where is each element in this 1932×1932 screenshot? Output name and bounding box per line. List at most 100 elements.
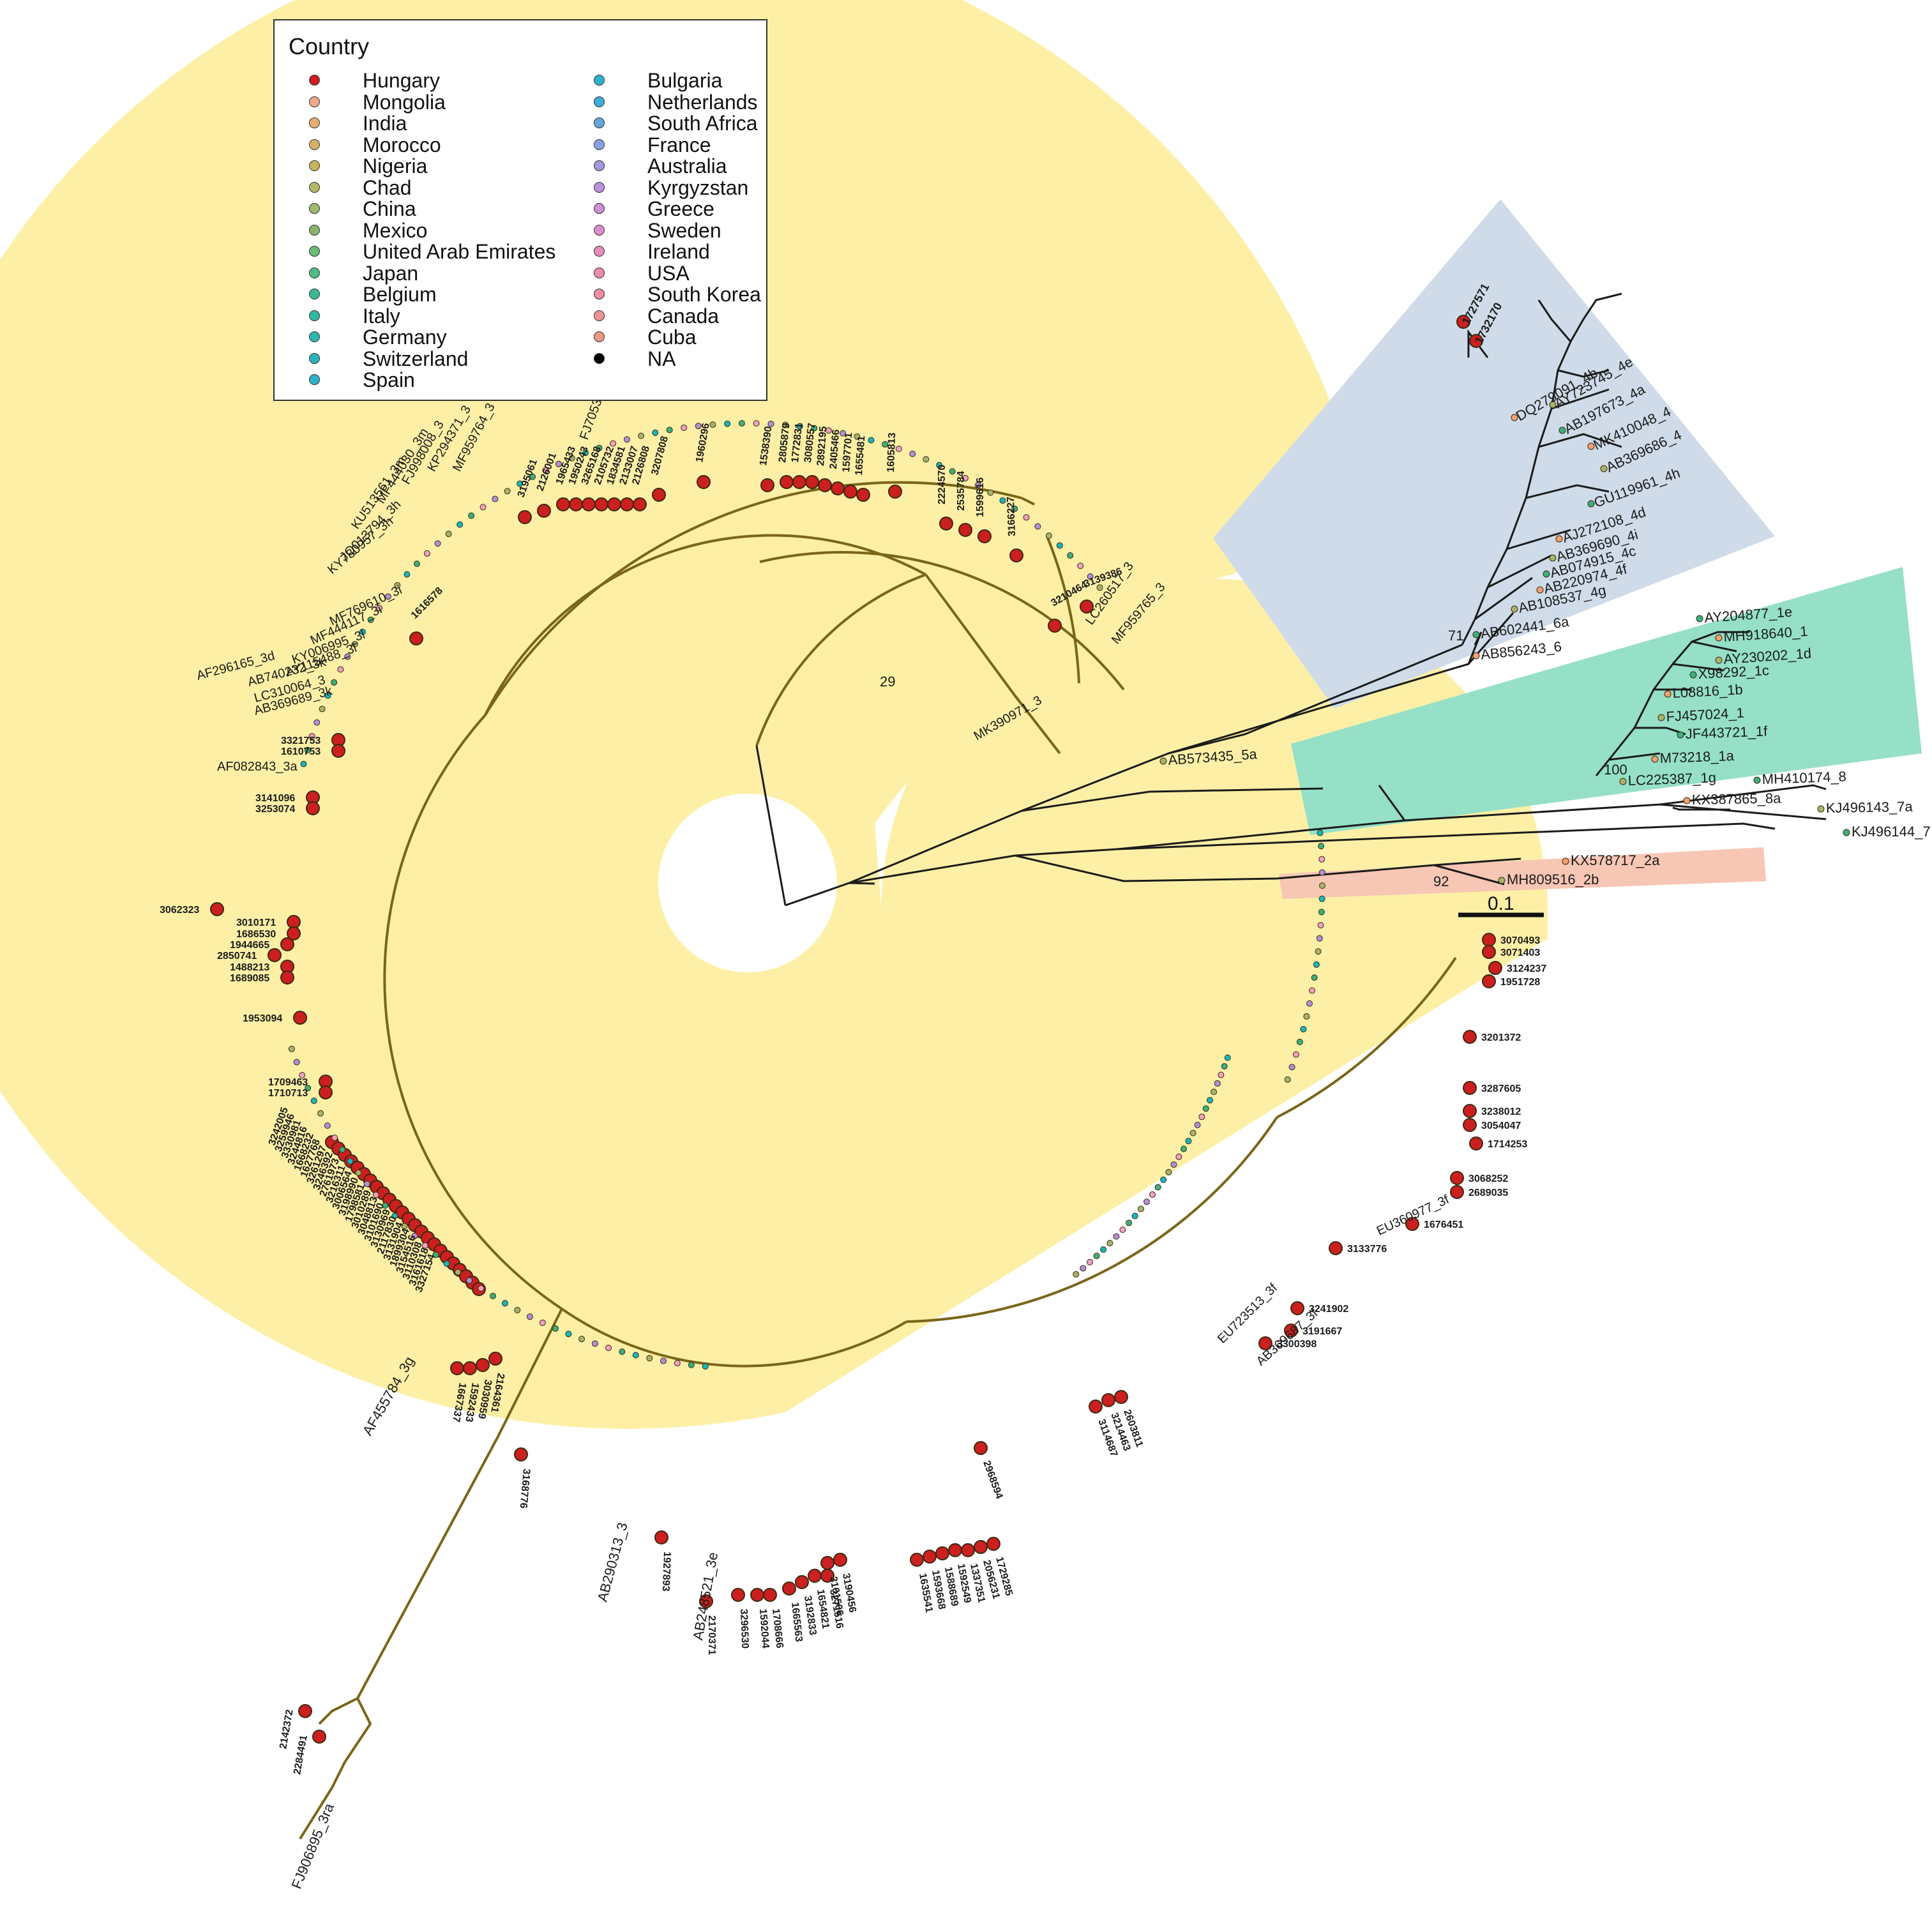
hungary-tip (1450, 1171, 1464, 1185)
tip-point (367, 616, 374, 623)
tip-point (811, 425, 818, 432)
hungary-tip (1482, 945, 1496, 959)
hungary-tip (1463, 1030, 1477, 1044)
hungary-tip (518, 510, 532, 524)
clade-4-branches (1461, 292, 1622, 645)
legend-label: USA (647, 261, 690, 285)
bootstrap-71: 71 (1448, 628, 1463, 644)
tip-point (1309, 987, 1316, 994)
tip-point (555, 460, 562, 467)
tip-point (782, 421, 789, 428)
reference-label: AF082843_3a (217, 760, 298, 774)
reference-label: L08816_1b (1672, 681, 1743, 701)
legend-dot (309, 203, 320, 214)
tip-point (542, 467, 549, 474)
tip-point (347, 1158, 354, 1165)
legend-dot (594, 181, 605, 193)
tip-point (1511, 605, 1518, 613)
hungary-tip (1114, 1390, 1128, 1404)
tip-point (1317, 922, 1324, 929)
tip-point (355, 1169, 362, 1176)
tip-point (319, 706, 326, 713)
reference-label: KJ496143_7a (1826, 799, 1913, 816)
tip-point (1619, 778, 1627, 785)
tip-point (502, 1300, 508, 1307)
hungary-label: 2142372 (278, 1709, 296, 1749)
legend-dot (594, 246, 605, 257)
hungary-tip (210, 902, 224, 916)
tip-point (372, 1191, 379, 1198)
tip-point (1549, 401, 1557, 409)
hungary-label: 1610753 (281, 746, 321, 757)
hungary-tip (1258, 1336, 1272, 1350)
tip-point (293, 1059, 300, 1066)
tip-point (468, 512, 475, 519)
legend-dot (594, 160, 605, 171)
legend-label: Mexico (363, 218, 428, 242)
hungary-tip (856, 488, 870, 502)
hungary-tip (1101, 1393, 1115, 1407)
clade-3-branches (299, 481, 1457, 1840)
legend-dot (594, 75, 605, 86)
legend-dot (594, 310, 605, 321)
hungary-tip (1009, 548, 1023, 562)
tip-point (605, 1345, 612, 1352)
tip-point (1843, 829, 1850, 836)
hungary-tip (923, 1550, 937, 1564)
legend-dot (309, 352, 320, 364)
hungary-tip (280, 937, 294, 951)
legend-dot (309, 139, 320, 150)
legend-dot (309, 117, 320, 128)
tip-point (974, 481, 981, 488)
hungary-tip (699, 1594, 713, 1608)
hungary-tip (476, 1358, 490, 1372)
tip-point (504, 488, 511, 495)
reference-label: LC225387_1g (1627, 769, 1716, 789)
hungary-label: 3241902 (1309, 1304, 1348, 1315)
hungary-label: 3070493 (1500, 935, 1540, 946)
tip-point (1313, 961, 1320, 968)
tip-point (1087, 573, 1094, 580)
hungary-label: 3080557 (803, 423, 817, 464)
tip-point (339, 1146, 346, 1153)
hungary-tip (556, 497, 570, 511)
hungary-tip (820, 1556, 834, 1570)
hungary-tip (1488, 961, 1502, 975)
legend-dot (594, 267, 605, 278)
tip-point (539, 1319, 546, 1326)
tip-point (432, 1251, 439, 1258)
hungary-tip (1329, 1241, 1343, 1255)
hungary-tip (986, 1537, 1000, 1551)
tip-point (351, 640, 358, 647)
legend-dot (594, 331, 605, 342)
hungary-tip (805, 475, 819, 489)
tip-point (359, 628, 366, 635)
tip-point (1555, 535, 1563, 543)
hungary-tip (782, 1581, 796, 1596)
tip-point (492, 495, 499, 502)
legend-dot (594, 96, 605, 107)
tip-point (1096, 584, 1103, 591)
hungary-tip (293, 1011, 307, 1025)
tip-point (646, 1355, 653, 1362)
hungary-tip (974, 1540, 988, 1554)
hungary-label: 1676451 (1424, 1219, 1463, 1230)
legend-label: Bulgaria (647, 69, 723, 92)
tip-point (382, 1202, 389, 1209)
tip-point (1292, 1051, 1299, 1058)
tip-point (738, 420, 745, 427)
tip-point (1207, 1097, 1214, 1104)
tip-point (1202, 1105, 1209, 1112)
tip-point (391, 1212, 398, 1219)
tip-point (1137, 1205, 1144, 1212)
hungary-tip (1463, 1118, 1477, 1132)
legend-dot (309, 331, 320, 342)
tip-point (724, 420, 731, 427)
legend-dot (594, 352, 605, 364)
tip-point (1198, 1113, 1205, 1121)
legend-label: South Korea (647, 283, 761, 306)
tip-point (300, 760, 307, 767)
hungary-tip (319, 1085, 333, 1099)
hungary-label: 3238012 (1481, 1106, 1521, 1117)
